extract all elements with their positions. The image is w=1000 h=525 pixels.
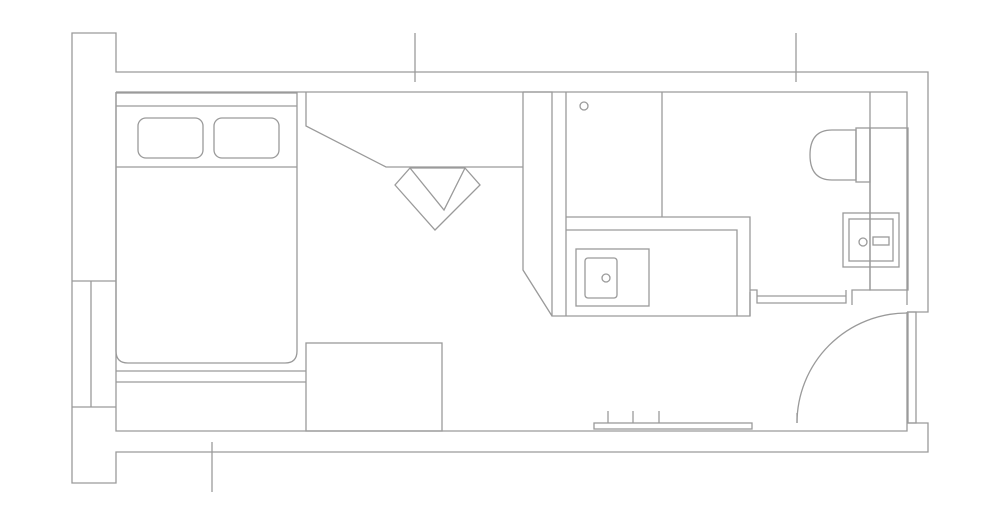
toilet-tank xyxy=(855,127,871,183)
cabinet xyxy=(305,342,443,432)
outer-wall-outline xyxy=(71,32,929,484)
pillow xyxy=(137,117,204,159)
desk-top xyxy=(305,92,523,168)
door-swing xyxy=(796,312,908,424)
radiator-body xyxy=(593,422,753,430)
counter-outline xyxy=(565,92,751,316)
toilet xyxy=(809,127,909,291)
basin-inner xyxy=(848,218,894,262)
chair xyxy=(394,167,481,231)
chair-seat xyxy=(394,167,481,231)
basin-tap xyxy=(872,236,890,246)
chair-back xyxy=(409,167,466,212)
bench-outline xyxy=(116,370,306,383)
bathroom-sink xyxy=(842,212,900,268)
wardrobe xyxy=(522,91,751,317)
bathroom xyxy=(750,92,871,305)
kitchen-counter xyxy=(565,92,751,316)
desk xyxy=(305,92,523,168)
window xyxy=(72,280,116,408)
toilet-wall-box xyxy=(869,127,909,291)
cooktop-knob xyxy=(579,101,589,111)
plan-lines xyxy=(71,32,929,492)
sink-drain xyxy=(601,273,611,283)
entry-door xyxy=(796,311,917,424)
toilet-bowl xyxy=(809,129,857,181)
window-pane xyxy=(72,280,116,408)
sink-basin xyxy=(584,257,618,299)
door-leaf-panel xyxy=(907,311,917,424)
bed-frame xyxy=(115,92,298,364)
sink-outer xyxy=(575,248,650,307)
basin-outer xyxy=(842,212,900,268)
exterior-walls xyxy=(71,32,929,484)
bathroom-partition xyxy=(750,92,871,305)
pillow xyxy=(213,117,280,159)
dimension-markers xyxy=(211,33,797,492)
inner-wall-outline xyxy=(115,91,908,432)
bench xyxy=(116,370,306,383)
wardrobe-outline xyxy=(522,91,751,317)
basin-drain xyxy=(858,237,868,247)
double-bed xyxy=(115,92,298,364)
radiator xyxy=(593,411,753,430)
kitchen-sink xyxy=(575,248,650,307)
